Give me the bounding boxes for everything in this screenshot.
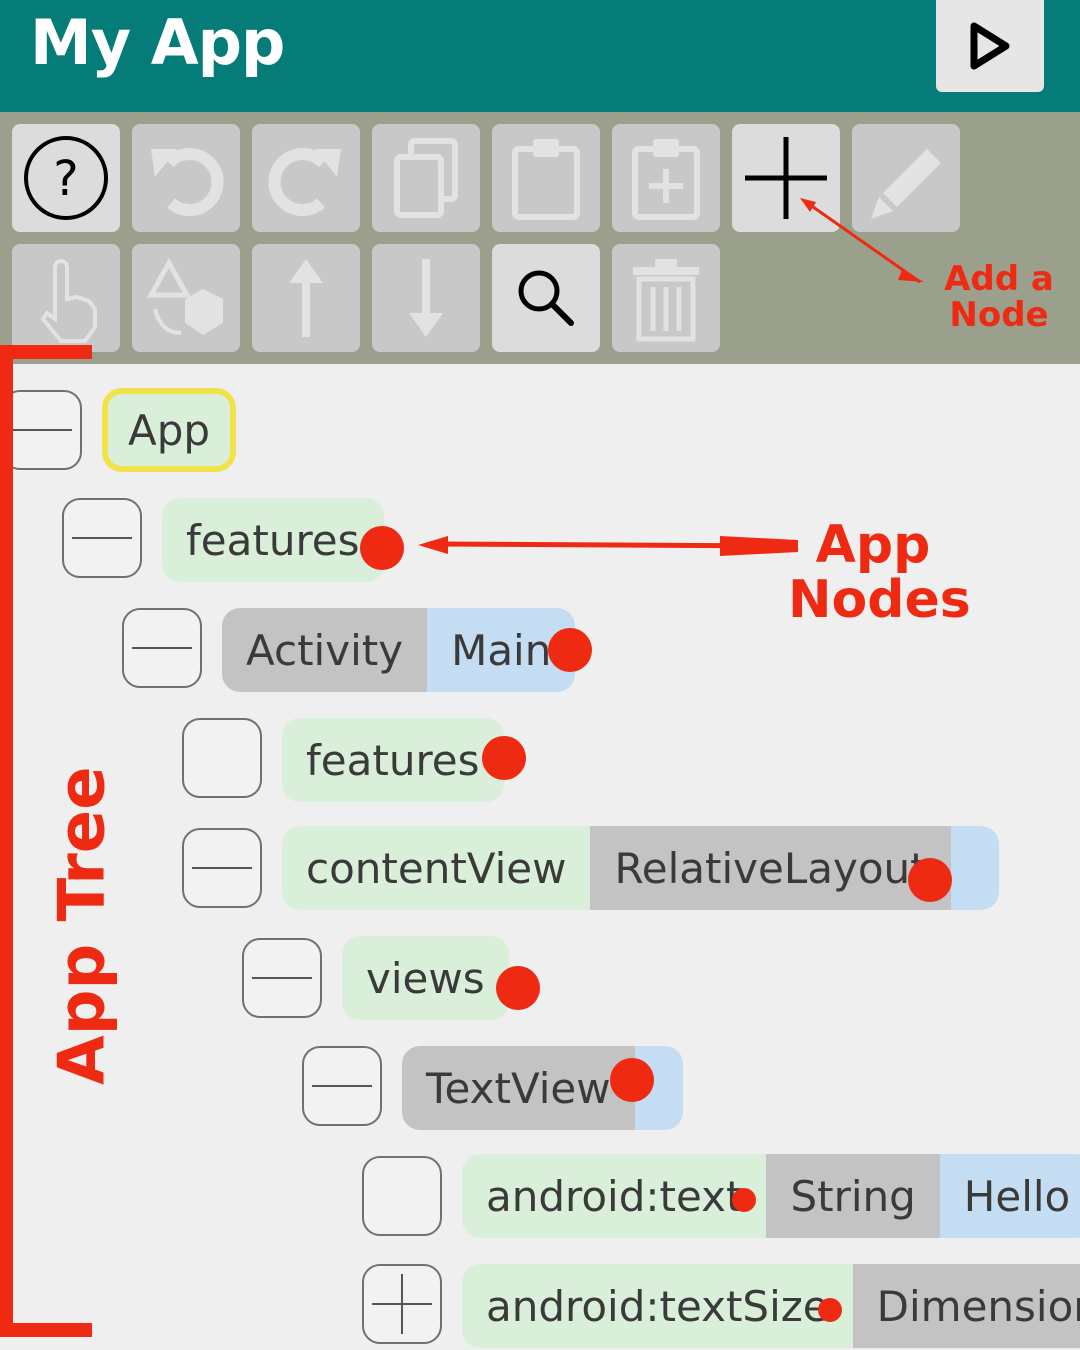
node-label: contentView xyxy=(282,826,591,910)
copy-icon xyxy=(394,138,458,218)
arrowhead xyxy=(418,536,448,554)
tree-node-features[interactable]: features xyxy=(282,718,504,802)
node-label: android:text xyxy=(462,1154,767,1238)
minus-icon xyxy=(312,1085,372,1087)
paste-add-icon xyxy=(632,139,700,220)
node-label: features xyxy=(282,718,504,802)
arrow-add-node xyxy=(805,200,921,284)
leaf-toggle[interactable] xyxy=(182,718,262,798)
collapse-toggle[interactable] xyxy=(2,390,82,470)
help-icon: ? xyxy=(24,136,108,220)
app-header: My App xyxy=(0,0,1080,112)
node-label: android:textSize xyxy=(462,1264,853,1348)
paste-button[interactable] xyxy=(492,124,600,232)
node-marker-dot xyxy=(818,1298,842,1322)
arrow-tail xyxy=(720,536,798,556)
node-type: String xyxy=(766,1154,940,1238)
delete-icon xyxy=(633,259,699,342)
copy-button[interactable] xyxy=(372,124,480,232)
annotation-line: App xyxy=(815,515,931,575)
arrowhead xyxy=(800,198,816,212)
plus-icon xyxy=(372,1274,432,1334)
minus-icon xyxy=(192,867,252,869)
annotation-line: Nodes xyxy=(788,569,971,630)
add-node-button[interactable] xyxy=(732,124,840,232)
undo-icon xyxy=(151,148,224,216)
app-tree: App features Activity Main features cont… xyxy=(0,364,1080,1350)
node-value: Hello xyxy=(939,1154,1080,1238)
node-marker-dot xyxy=(482,736,526,780)
leaf-toggle[interactable] xyxy=(362,1156,442,1236)
move-down-icon xyxy=(409,259,443,337)
annotation-line: Node xyxy=(949,294,1049,335)
tree-node-views[interactable]: views xyxy=(342,936,509,1020)
redo-button[interactable] xyxy=(252,124,360,232)
annotation-line: Add a xyxy=(944,259,1054,299)
node-label: features xyxy=(162,498,384,582)
node-marker-dot xyxy=(360,526,404,570)
toolbar: ? xyxy=(0,112,1080,364)
edit-icon xyxy=(871,149,941,219)
move-up-button[interactable] xyxy=(252,244,360,352)
node-label: views xyxy=(342,936,509,1020)
play-icon xyxy=(970,22,1010,70)
paste-add-button[interactable] xyxy=(612,124,720,232)
collapse-toggle[interactable] xyxy=(302,1046,382,1126)
svg-text:?: ? xyxy=(53,151,78,207)
expand-toggle[interactable] xyxy=(362,1264,442,1344)
tree-node-android-textsize[interactable]: android:textSize Dimension xyxy=(462,1264,1080,1348)
tree-node-app[interactable]: App xyxy=(102,388,237,472)
tree-node-contentview[interactable]: contentView RelativeLayout xyxy=(282,826,999,910)
node-type: RelativeLayout xyxy=(590,826,951,910)
shapes-button[interactable] xyxy=(132,244,240,352)
undo-button[interactable] xyxy=(132,124,240,232)
app-tree-bracket xyxy=(0,345,92,1337)
minus-icon xyxy=(12,429,72,431)
select-button[interactable] xyxy=(12,244,120,352)
annotation-app-tree: App Tree xyxy=(45,766,120,1085)
tree-node-features[interactable]: features xyxy=(162,498,384,582)
node-type: Dimension xyxy=(852,1264,1080,1348)
redo-icon xyxy=(268,148,341,216)
node-type: TextView xyxy=(402,1046,635,1130)
tree-node-activity[interactable]: Activity Main xyxy=(222,608,576,692)
delete-button[interactable] xyxy=(612,244,720,352)
minus-icon xyxy=(252,977,312,979)
node-marker-dot xyxy=(908,858,952,902)
arrow-tail xyxy=(898,270,924,282)
add-icon xyxy=(745,137,827,219)
annotation-add-node: Add a Node xyxy=(944,259,1054,335)
move-down-button[interactable] xyxy=(372,244,480,352)
minus-icon xyxy=(72,537,132,539)
annotation-app-nodes: App Nodes xyxy=(788,515,971,630)
tree-node-textview[interactable]: TextView xyxy=(402,1046,683,1130)
pointer-hand-icon xyxy=(40,259,97,343)
node-marker-dot xyxy=(732,1188,756,1212)
collapse-toggle[interactable] xyxy=(242,938,322,1018)
node-marker-dot xyxy=(610,1058,654,1102)
search-button[interactable] xyxy=(492,244,600,352)
help-button[interactable]: ? xyxy=(12,124,120,232)
node-marker-dot xyxy=(496,966,540,1010)
run-button[interactable] xyxy=(936,0,1044,92)
tree-node-android-text[interactable]: android:text String Hello xyxy=(462,1154,1080,1238)
minus-icon xyxy=(132,647,192,649)
collapse-toggle[interactable] xyxy=(62,498,142,578)
shapes-cube-icon xyxy=(146,257,223,335)
search-icon xyxy=(518,270,574,326)
move-up-icon xyxy=(289,259,323,337)
node-label: App xyxy=(108,394,231,466)
collapse-toggle[interactable] xyxy=(182,828,262,908)
node-type: Activity xyxy=(222,608,428,692)
app-title: My App xyxy=(30,6,285,79)
paste-icon xyxy=(512,139,580,220)
node-marker-dot xyxy=(548,628,592,672)
collapse-toggle[interactable] xyxy=(122,608,202,688)
node-value xyxy=(950,826,999,910)
edit-button[interactable] xyxy=(852,124,960,232)
